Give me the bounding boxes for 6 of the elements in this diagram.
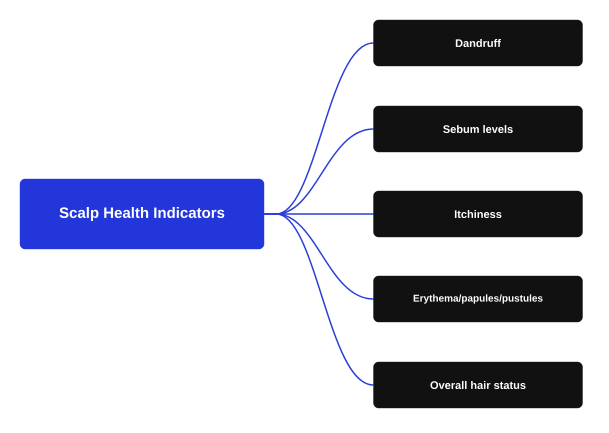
subtopic-box: Erythema/papules/pustules: [373, 276, 583, 322]
subtopic-box: Itchiness: [373, 190, 583, 238]
subtopic-box: Overall hair status: [373, 362, 583, 408]
subtopic-box: Dandruff: [373, 20, 583, 66]
subtopic-box: Sebum levels: [373, 106, 583, 152]
topic-box: Scalp Health Indicators: [20, 178, 264, 250]
